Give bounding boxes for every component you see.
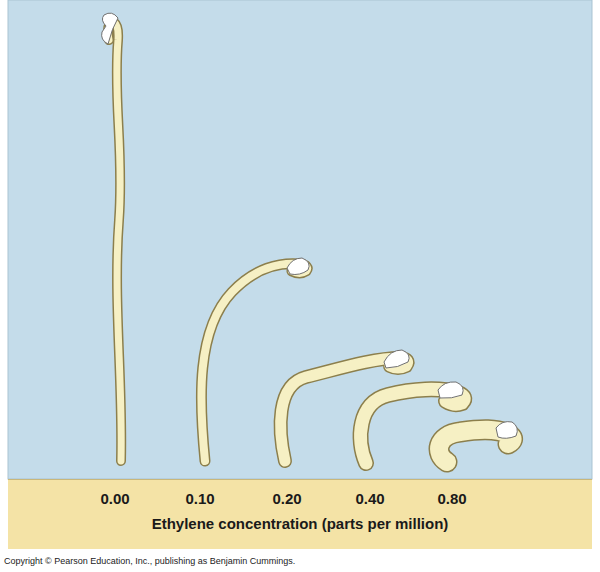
axis-title: Ethylene concentration (parts per millio…	[152, 515, 449, 532]
seedling	[102, 13, 122, 461]
concentration-value: 0.00	[100, 490, 129, 507]
concentration-value: 0.10	[185, 490, 214, 507]
axis-band: 0.00 0.10 0.20 0.40 0.80Ethylene concentrati…	[8, 479, 592, 549]
sky-panel	[8, 0, 592, 479]
seedling	[201, 258, 309, 461]
seedling	[281, 350, 409, 461]
concentration-value: 0.80	[437, 490, 466, 507]
concentration-value: 0.40	[355, 490, 384, 507]
seedling	[439, 422, 517, 462]
concentration-value: 0.20	[272, 490, 301, 507]
copyright-note: Copyright © Pearson Education, Inc., pub…	[4, 556, 295, 566]
